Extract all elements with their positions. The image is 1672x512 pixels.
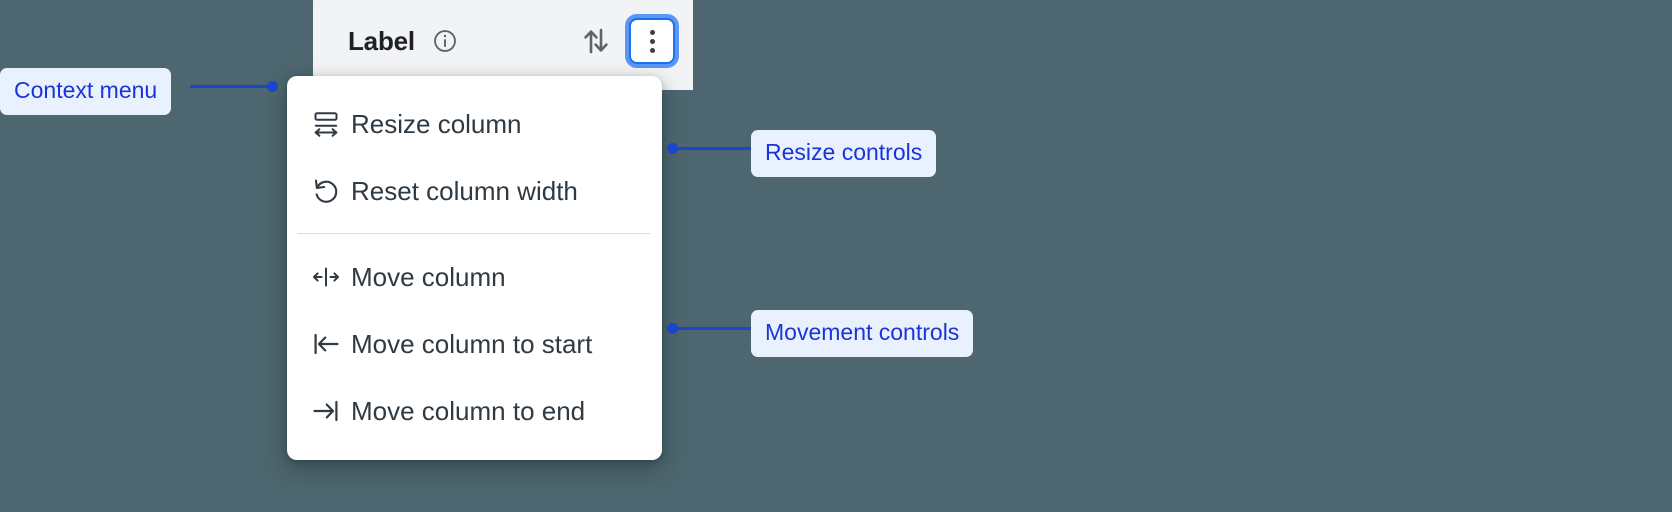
menu-item-resize-column[interactable]: Resize column [287,90,662,157]
resize-column-icon [301,107,351,141]
page-title: Label [348,26,415,56]
annotation-connector-resize-controls [672,147,752,150]
reset-width-icon [301,174,351,208]
more-vertical-icon[interactable] [629,18,675,64]
kebab-dot-3 [649,47,655,53]
kebab-dot-2 [649,38,655,44]
menu-item-label: Move column to end [351,395,586,426]
annotation-connector-context-menu [190,85,272,88]
menu-item-label: Move column to start [351,328,593,359]
column-header-panel: Label [313,0,693,90]
info-circle-icon[interactable] [432,28,458,54]
move-to-end-icon [301,394,351,428]
move-column-icon [301,260,351,294]
move-to-start-icon [301,327,351,361]
sort-up-down-icon[interactable] [579,24,613,58]
menu-divider [297,233,650,234]
annotation-connector-movement-controls [672,327,752,330]
context-menu: Resize column Reset column width Move co… [287,76,662,460]
annotation-context-menu: Context menu [0,68,172,115]
menu-item-move-column-to-end[interactable]: Move column to end [287,377,662,444]
menu-item-move-column-to-start[interactable]: Move column to start [287,310,662,377]
annotation-resize-controls: Resize controls [751,130,937,177]
annotation-dot-context-menu [267,81,278,92]
menu-item-move-column[interactable]: Move column [287,243,662,310]
annotation-dot-movement-controls [667,323,678,334]
menu-item-label: Move column [351,261,506,292]
annotation-dot-resize-controls [667,143,678,154]
menu-item-reset-column-width[interactable]: Reset column width [287,157,662,224]
menu-item-label: Resize column [351,108,522,139]
menu-item-label: Reset column width [351,175,578,206]
kebab-dot-1 [649,29,655,35]
annotation-movement-controls: Movement controls [751,310,974,357]
